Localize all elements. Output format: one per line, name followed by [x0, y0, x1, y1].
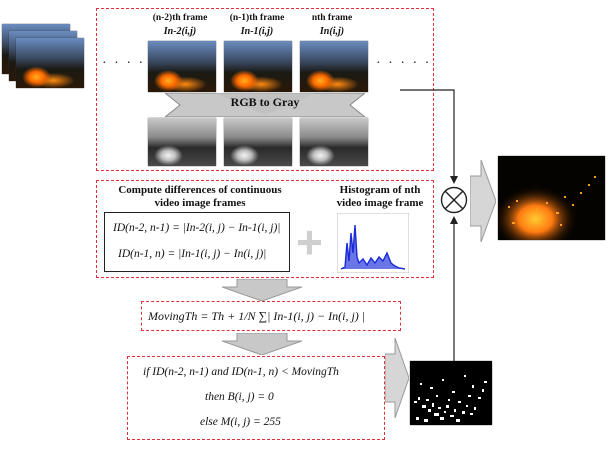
result-fire-image	[498, 156, 605, 240]
arrow-to-result	[470, 160, 496, 242]
multiply-operator	[440, 186, 468, 214]
result-fire-pixels	[498, 156, 605, 240]
